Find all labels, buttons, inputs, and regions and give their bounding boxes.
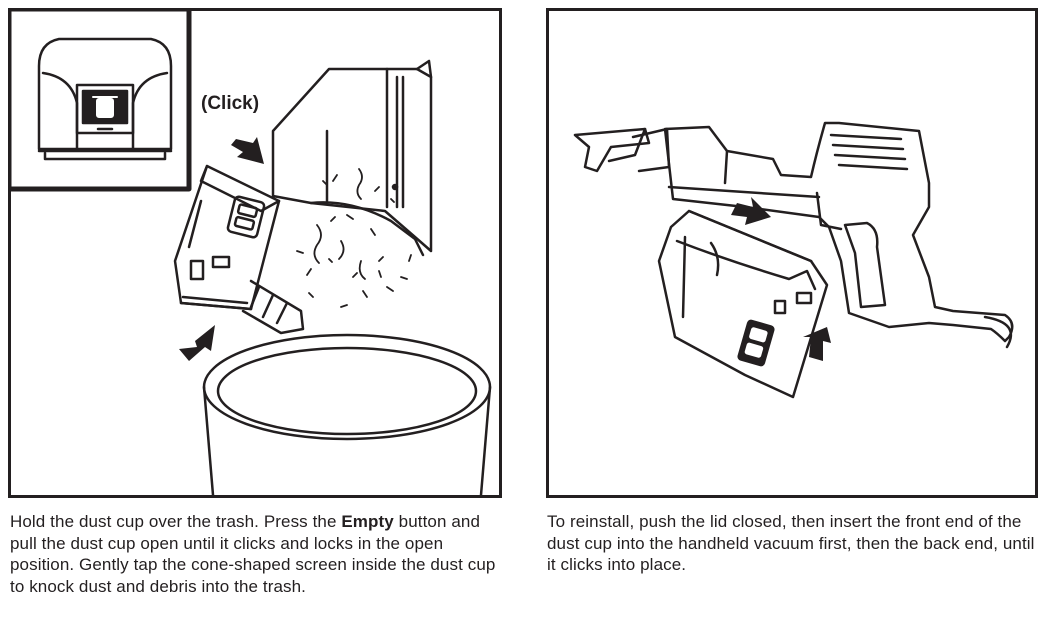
illustration-panel-reinstall xyxy=(546,8,1038,498)
dust-cup-body xyxy=(271,59,433,257)
arrow-icon xyxy=(731,197,831,361)
trash-icon xyxy=(92,96,118,118)
inset-empty-button-detail xyxy=(11,11,192,192)
illustration-panel-empty: (Click) xyxy=(8,8,502,498)
instruction-caption-reinstall: To reinstall, push the lid closed, then … xyxy=(547,512,1035,574)
debris xyxy=(296,168,412,308)
instruction-caption-empty: Hold the dust cup over the trash. Press … xyxy=(10,511,510,597)
dust-cup-body xyxy=(657,209,829,399)
caption-text-2: button and pull the dust cup open until … xyxy=(10,512,496,596)
dust-cup-base xyxy=(173,164,281,311)
empty-button-term: Empty xyxy=(341,512,394,531)
trash-can xyxy=(202,333,492,495)
cone-screen xyxy=(241,279,305,335)
caption-text-1: Hold the dust cup over the trash. Press … xyxy=(10,512,342,531)
arrow-icon xyxy=(179,137,264,361)
click-callout: (Click) xyxy=(201,93,260,114)
reinstall-dust-cup-illustration xyxy=(573,121,1014,399)
empty-dust-cup-illustration xyxy=(11,11,492,495)
handheld-vacuum xyxy=(573,121,1014,349)
